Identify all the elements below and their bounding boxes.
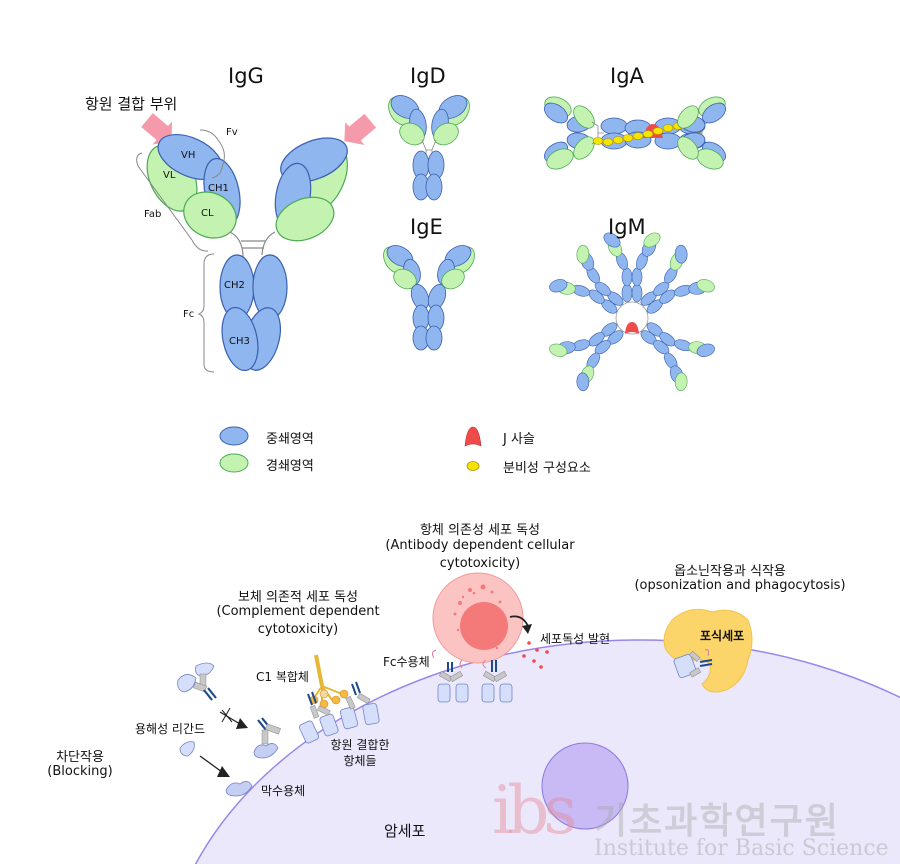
- fv-label: Fv: [226, 127, 238, 138]
- opsonization-title-ko: 옵소닌작용과 식작용: [674, 564, 786, 579]
- iga-right-arms: [677, 96, 726, 170]
- adcc-title-en1: (Antibody dependent cellular: [385, 538, 575, 553]
- adcc-title-ko: 항체 의존성 세포 독성: [419, 523, 541, 538]
- watermark-en: Institute for Basic Science: [594, 836, 889, 861]
- ige-title: IgE: [410, 215, 443, 239]
- blocking-illustration: [177, 662, 281, 797]
- soluble-ligand-label: 용해성 리간드: [135, 722, 206, 736]
- legend-jchain-swatch: [464, 426, 482, 447]
- vh-label: VH: [181, 150, 196, 161]
- adcc-title-en2: cytotoxicity): [439, 556, 521, 571]
- blocking-title-ko: 차단작용: [56, 750, 104, 765]
- igm-j-chain: [625, 322, 639, 334]
- legend-jchain-label: J 사슬: [503, 432, 535, 447]
- membrane-receptor-label: 막수용체: [261, 784, 306, 798]
- cancer-cell-label: 암세포: [384, 822, 426, 840]
- legend-light-swatch: [219, 453, 249, 473]
- cl-label: CL: [201, 208, 214, 219]
- watermark-ko: 기초과학연구원: [594, 801, 840, 842]
- cancer-cell: [194, 639, 900, 864]
- legend-light-label: 경쇄영역: [266, 459, 314, 474]
- phagocyte-label: 포식세포: [700, 629, 745, 643]
- legend-secretory-swatch: [466, 461, 480, 471]
- phagocyte-illustration: [663, 608, 753, 693]
- ige-diagram: [383, 245, 475, 351]
- vl-label: VL: [163, 170, 176, 181]
- blocking-title-en: (Blocking): [47, 764, 113, 779]
- ch3-label: CH3: [229, 336, 250, 347]
- opsonization-title-en: (opsonization and phagocytosis): [634, 578, 846, 593]
- ch2-label: CH2: [224, 280, 245, 291]
- adcc-illustration: [431, 572, 549, 703]
- igd-diagram: [388, 95, 470, 201]
- igd-title: IgD: [410, 64, 446, 88]
- iga-diagram: [544, 96, 726, 170]
- igm-diagram: [543, 232, 721, 397]
- watermark-logo: ibs: [492, 772, 577, 849]
- legend-heavy-label: 중쇄영역: [266, 432, 314, 447]
- legend-secretory-label: 분비성 구성요소: [503, 461, 591, 476]
- igg-diagram: [136, 113, 377, 373]
- cdc-illustration: [299, 654, 380, 744]
- binding-site-label: 항원 결합 부위: [85, 95, 178, 113]
- iga-left-arms: [544, 96, 595, 170]
- bound-antibodies-label: 항원 결합한: [330, 738, 390, 752]
- cdc-title-ko: 보체 의존적 세포 독성: [237, 590, 359, 605]
- nk-nucleus: [460, 602, 508, 650]
- cdc-title-en2: cytotoxicity): [257, 622, 339, 637]
- igm-title: IgM: [608, 215, 646, 239]
- cancer-nucleus: [541, 742, 629, 830]
- legend-heavy-swatch: [219, 426, 249, 446]
- cytotoxicity-label: 세포독성 발현: [540, 632, 611, 646]
- fc-label: Fc: [183, 309, 195, 320]
- fab-label: Fab: [144, 209, 162, 220]
- bound-antibodies-label-2: 항체들: [343, 754, 377, 768]
- igg-title: IgG: [228, 64, 264, 88]
- ch1-label: CH1: [208, 183, 229, 194]
- fc-receptor-label: Fc수용체: [383, 655, 430, 669]
- iga-title: IgA: [610, 64, 644, 88]
- c1-complex-label: C1 복합체: [256, 670, 309, 684]
- cdc-title-en1: (Complement dependent: [216, 604, 380, 619]
